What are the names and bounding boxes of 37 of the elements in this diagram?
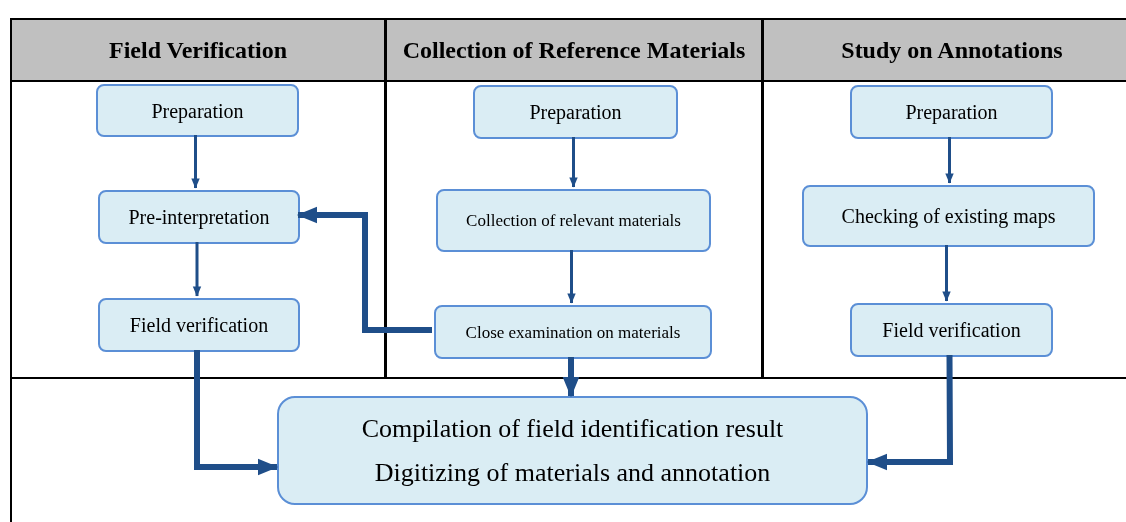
box-text: Pre-interpretation	[128, 205, 270, 229]
arrow	[942, 245, 951, 302]
process-box	[277, 396, 868, 505]
process-box	[98, 298, 300, 352]
process-box	[850, 85, 1053, 139]
box-text: Close examination on materials	[465, 321, 681, 343]
process-box	[96, 84, 299, 137]
box-text: Preparation	[151, 98, 244, 123]
arrow	[567, 250, 576, 304]
box-text: Checking of existing maps	[841, 204, 1056, 228]
process-box	[850, 303, 1053, 357]
box-text: Digitizing of materials and annotation	[374, 456, 771, 489]
process-box	[98, 190, 300, 244]
box-text: Preparation	[529, 100, 622, 124]
arrow	[562, 357, 580, 398]
table-column	[10, 18, 386, 379]
arrow	[296, 206, 432, 333]
column-header: Collection of Reference Materials	[387, 20, 761, 82]
table-column	[762, 18, 1126, 379]
box-text: Field verification	[882, 318, 1021, 342]
arrow	[945, 137, 954, 184]
arrow	[194, 350, 279, 476]
arrow	[192, 242, 202, 297]
arrow	[866, 355, 953, 471]
process-box	[434, 305, 712, 359]
arrow	[569, 137, 578, 188]
column-header: Study on Annotations	[764, 20, 1126, 82]
box-text: Compilation of field identification result	[361, 412, 784, 445]
box-text: Field verification	[129, 313, 269, 337]
process-box	[436, 189, 711, 252]
box-text: Collection of relevant materials	[466, 210, 681, 231]
arrow	[191, 135, 200, 189]
table-column	[385, 18, 763, 379]
column-header: Field Verification	[12, 20, 384, 82]
process-box	[802, 185, 1095, 247]
process-box	[473, 85, 678, 139]
box-text: Preparation	[905, 100, 998, 124]
